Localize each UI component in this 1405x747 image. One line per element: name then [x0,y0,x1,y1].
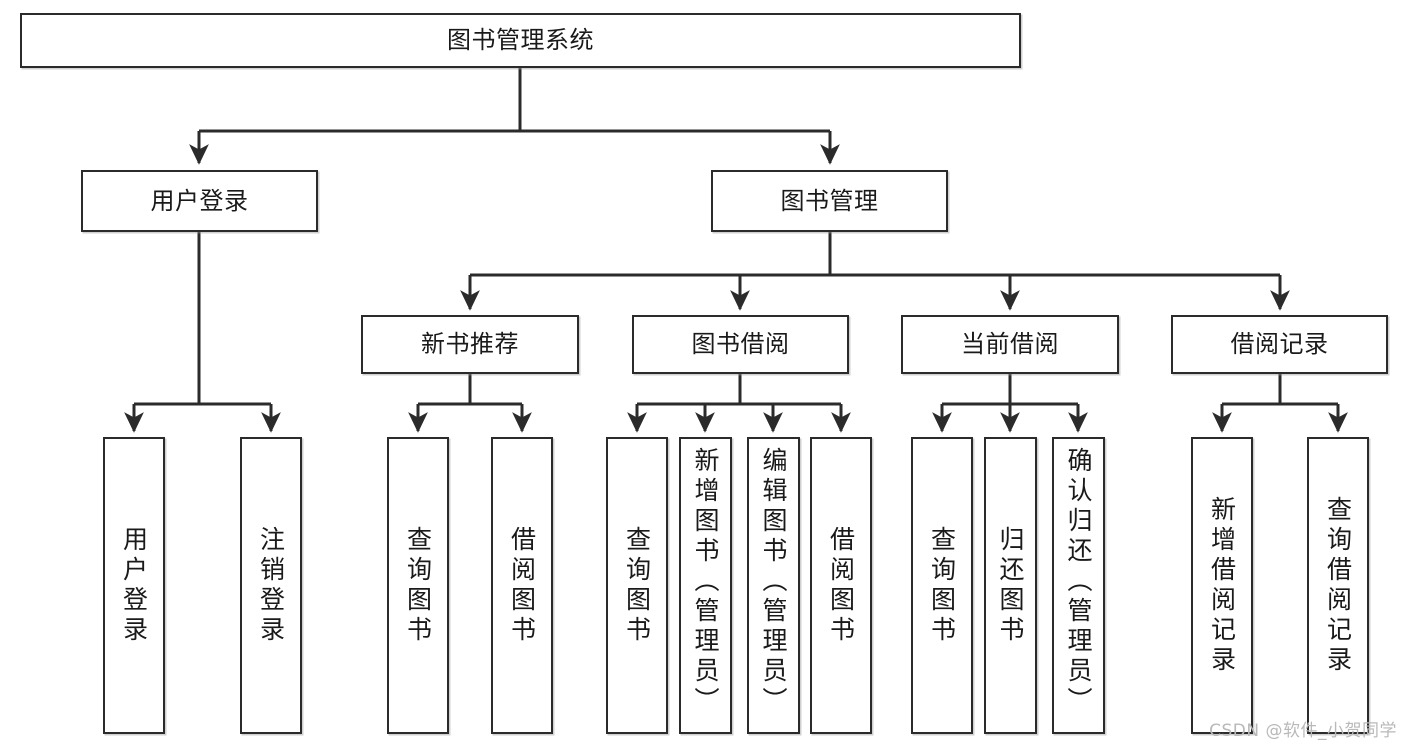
node-book-management-label: 图书管理 [780,186,879,215]
leaf-recommend-query-book-label: 查询图书 [403,525,433,646]
leaf-borrow-query-book-label: 查询图书 [622,525,652,646]
leaf-current-query-book-label: 查询图书 [927,525,957,646]
leaf-record-query-record[interactable]: 查询借阅记录 [1307,437,1369,734]
node-book-borrow-label: 图书借阅 [691,330,790,359]
node-new-book-recommend-label: 新书推荐 [421,330,519,359]
node-borrow-record[interactable]: 借阅记录 [1171,315,1388,374]
node-book-borrow[interactable]: 图书借阅 [632,315,849,374]
leaf-current-confirm-return-label: 确认归还（管理员） [1064,447,1093,717]
node-current-borrow-label: 当前借阅 [961,330,1059,359]
leaf-borrow-add-book[interactable]: 新增图书（管理员） [679,437,732,734]
leaf-recommend-query-book[interactable]: 查询图书 [387,437,449,734]
leaf-borrow-add-book-label: 新增图书（管理员） [691,447,720,717]
leaf-user-login-signin[interactable]: 用户登录 [103,437,165,734]
leaf-recommend-borrow-book[interactable]: 借阅图书 [491,437,553,734]
leaf-record-add-record-label: 新增借阅记录 [1207,495,1237,676]
leaf-borrow-borrow-book[interactable]: 借阅图书 [810,437,872,734]
node-new-book-recommend[interactable]: 新书推荐 [361,315,579,374]
leaf-current-query-book[interactable]: 查询图书 [911,437,973,734]
leaf-record-add-record[interactable]: 新增借阅记录 [1191,437,1253,734]
node-borrow-record-label: 借阅记录 [1230,330,1329,359]
leaf-borrow-borrow-book-label: 借阅图书 [826,525,856,646]
node-root-label: 图书管理系统 [447,26,594,55]
node-user-login-label: 用户登录 [150,186,249,215]
leaf-record-query-record-label: 查询借阅记录 [1323,495,1353,676]
leaf-borrow-edit-book-label: 编辑图书（管理员） [759,447,788,717]
leaf-borrow-query-book[interactable]: 查询图书 [606,437,668,734]
node-book-management[interactable]: 图书管理 [711,170,948,232]
leaf-user-login-signin-label: 用户登录 [119,525,149,646]
node-current-borrow[interactable]: 当前借阅 [901,315,1119,374]
leaf-user-login-signout-label: 注销登录 [256,525,286,646]
leaf-recommend-borrow-book-label: 借阅图书 [507,525,537,646]
leaf-borrow-edit-book[interactable]: 编辑图书（管理员） [747,437,800,734]
leaf-current-confirm-return[interactable]: 确认归还（管理员） [1052,437,1105,734]
leaf-current-return-book[interactable]: 归还图书 [984,437,1037,734]
watermark-label: CSDN @软件_小贺同学 [1209,721,1397,741]
leaf-user-login-signout[interactable]: 注销登录 [240,437,302,734]
node-root[interactable]: 图书管理系统 [20,13,1021,68]
leaf-current-return-book-label: 归还图书 [996,525,1025,646]
node-user-login[interactable]: 用户登录 [81,170,318,232]
